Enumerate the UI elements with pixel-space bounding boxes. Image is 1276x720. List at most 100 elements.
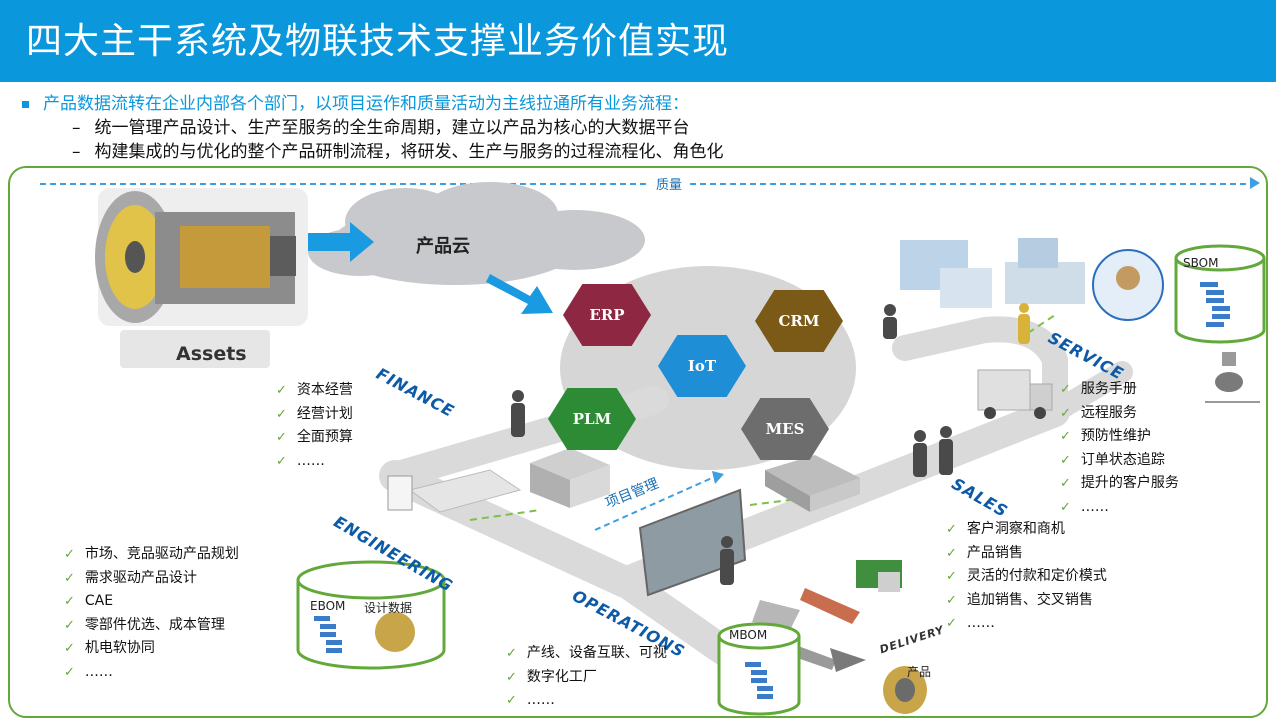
list-item-text: ……	[84, 663, 113, 680]
list-item-text: 服务手册	[1080, 381, 1137, 397]
assets-label: Assets	[176, 343, 247, 365]
list-item: ✓ 全面预算	[276, 426, 353, 450]
list-item-text: ……	[1080, 498, 1109, 515]
mes-label: MES	[765, 420, 805, 438]
list-item: ✓ 服务手册	[1060, 378, 1179, 402]
service-buildings	[900, 238, 1164, 321]
intro-bullet-text: 产品数据流转在企业内部各个部门，以项目运作和质量活动为主线拉通所有业务流程：	[43, 94, 689, 114]
check-icon: ✓	[946, 522, 957, 537]
delivery-items	[752, 560, 902, 672]
list-item: ✓ 数字化工厂	[506, 666, 667, 690]
check-icon: ✓	[64, 641, 75, 656]
sbom-label: SBOM	[1183, 256, 1219, 270]
product-cloud-label: 产品云	[416, 236, 470, 257]
quality-line	[40, 183, 1256, 185]
list-item: ✓ 资本经营	[276, 379, 353, 403]
people-figures	[511, 303, 1030, 585]
sales-list: ✓ 客户洞察和商机 ✓ 产品销售 ✓ 灵活的付款和定价模式 ✓ 追加销售、交叉销售 ✓ ……	[946, 518, 1107, 636]
iot-hexagon: IoT	[658, 335, 746, 397]
title-bar: 四大主干系统及物联技术支撑业务价值实现	[0, 0, 1276, 82]
list-item-text: 预防性维护	[1080, 428, 1151, 444]
list-item-text: ……	[296, 452, 325, 469]
list-item: ✓市场、竞品驱动产品规划	[64, 543, 239, 567]
check-icon: ✓	[64, 664, 75, 680]
list-item-text: 灵活的付款和定价模式	[966, 568, 1107, 584]
check-icon: ✓	[506, 646, 517, 661]
list-item: ✓CAE	[64, 590, 239, 614]
engineering-list: ✓市场、竞品驱动产品规划 ✓需求驱动产品设计 ✓CAE ✓零部件优选、成本管理 …	[64, 543, 239, 684]
intro-sub-2-text: 构建集成的与优化的整个产品研制流程，将研发、生产与服务的过程流程化、角色化	[94, 142, 724, 162]
check-icon: ✓	[276, 453, 287, 469]
sbom-cylinder-shape	[1174, 244, 1266, 344]
check-icon: ✓	[1060, 499, 1071, 515]
plm-building-image	[530, 448, 610, 508]
erp-label: ERP	[589, 306, 625, 324]
truck-image	[977, 369, 1053, 419]
list-item: ✓预防性维护	[1060, 425, 1179, 449]
erp-hexagon: ERP	[563, 284, 651, 346]
operations-list: ✓ 产线、设备互联、可视 ✓ 数字化工厂 ✓……	[506, 642, 667, 713]
bullet-square-icon	[22, 100, 29, 108]
list-item: ✓ 产线、设备互联、可视	[506, 642, 667, 666]
mbom-label: MBOM	[729, 628, 768, 642]
list-item: ✓ ……	[64, 661, 239, 685]
list-item: ✓……	[506, 689, 667, 713]
list-item-text: 资本经营	[296, 382, 353, 398]
list-item-text: 经营计划	[296, 405, 353, 422]
project-arrow	[594, 471, 724, 531]
intro-bullet: 产品数据流转在企业内部各个部门，以项目运作和质量活动为主线拉通所有业务流程：	[22, 89, 689, 114]
list-item-text: 机电软协同	[84, 640, 155, 656]
list-item: ✓ 追加销售、交叉销售	[946, 589, 1107, 613]
factory-image	[765, 455, 860, 512]
check-icon: ✓	[946, 592, 957, 608]
cloud-arrow-icon	[303, 222, 374, 262]
list-item-text: 客户洞察和商机	[966, 521, 1065, 537]
check-icon: ✓	[1060, 452, 1071, 468]
list-item: ✓ 产品销售	[946, 542, 1107, 566]
product-engine-image	[883, 666, 927, 714]
erp-arrow-icon	[486, 274, 553, 314]
check-icon: ✓	[1060, 405, 1071, 421]
check-icon: ✓	[506, 669, 517, 685]
list-item-text: 产线、设备互联、可视	[526, 645, 667, 661]
list-item-text: 产品销售	[966, 544, 1023, 561]
list-item-text: 需求驱动产品设计	[84, 569, 197, 586]
check-icon: ✓	[276, 430, 287, 445]
page-title: 四大主干系统及物联技术支撑业务价值实现	[26, 21, 730, 62]
check-icon: ✓	[276, 383, 287, 398]
product-cloud	[308, 182, 645, 285]
list-item-text: 订单状态追踪	[1080, 451, 1165, 468]
check-icon: ✓	[64, 594, 75, 609]
mes-hexagon: MES	[741, 398, 829, 460]
list-item: ✓远程服务	[1060, 402, 1179, 426]
check-icon: ✓	[1060, 476, 1071, 491]
plm-hexagon: PLM	[548, 388, 636, 450]
check-icon: ✓	[276, 406, 287, 422]
check-icon: ✓	[1060, 382, 1071, 397]
list-item: ✓需求驱动产品设计	[64, 567, 239, 591]
check-icon: ✓	[946, 616, 957, 631]
list-item-text: 追加销售、交叉销售	[966, 591, 1093, 608]
intro-sub-1-text: 统一管理产品设计、生产至服务的全生命周期，建立以产品为核心的大数据平台	[94, 118, 690, 138]
list-item-text: 提升的客户服务	[1080, 475, 1179, 491]
ebom-cylinder-shape	[296, 560, 446, 670]
list-item-text: 全面预算	[296, 429, 353, 445]
dashboard-image	[638, 488, 747, 597]
ebom-label: EBOM	[310, 599, 346, 613]
mbom-cylinder-shape	[717, 622, 801, 716]
ebom-note-label: 设计数据	[364, 601, 413, 615]
crm-hexagon: CRM	[755, 290, 843, 352]
list-item-text: ……	[966, 615, 995, 631]
finance-list: ✓ 资本经营 ✓ 经营计划 ✓ 全面预算 ✓ ……	[276, 379, 353, 473]
list-item: ✓ ……	[946, 612, 1107, 636]
list-item-text: 数字化工厂	[526, 668, 597, 685]
part-image	[1205, 352, 1260, 403]
check-icon: ✓	[64, 547, 75, 562]
diagram-frame	[8, 166, 1268, 718]
list-item: ✓零部件优选、成本管理	[64, 614, 239, 638]
list-item: ✓ 机电软协同	[64, 637, 239, 661]
list-item: ✓ ……	[276, 450, 353, 474]
meeting-table-image	[387, 469, 522, 513]
check-icon: ✓	[946, 545, 957, 561]
check-icon: ✓	[506, 693, 517, 708]
